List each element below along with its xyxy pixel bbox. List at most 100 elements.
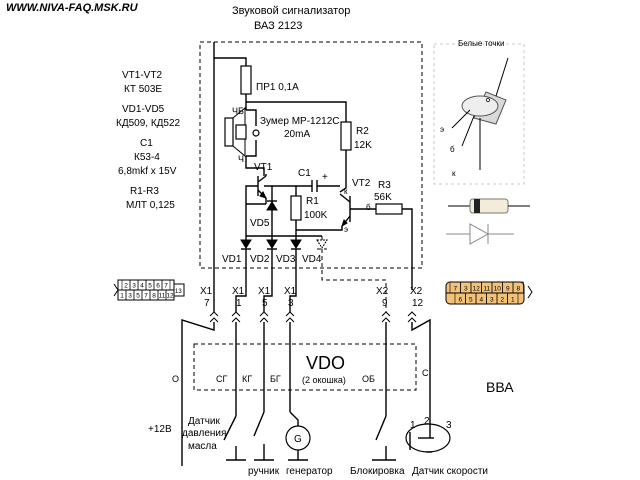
conn-x2-12-pin: 12 <box>412 298 424 309</box>
conn-x1-5-pin: 5 <box>262 298 268 309</box>
generator-g: G <box>294 434 302 445</box>
c1-label: C1 <box>298 168 311 179</box>
specs-block: VT1-VT2 КТ 503Е VD1-VD5 КД509, КД522 C1 … <box>116 70 181 211</box>
oil-sensor-line2: давления <box>182 428 226 439</box>
vt2-pin-e: э <box>344 225 348 234</box>
connector-contacts <box>209 311 417 323</box>
vdo-pin-s: С <box>422 368 429 378</box>
vdo-pin-sg: СГ <box>216 374 227 384</box>
diode-illustration <box>448 198 530 214</box>
connector-pin-number: 8 <box>516 286 520 293</box>
connector-pin-number: 7 <box>144 293 148 300</box>
plus12-label: +12В <box>148 424 172 435</box>
connector-pin-number: 1 <box>511 297 515 304</box>
vdo-title: VDO <box>306 353 345 373</box>
diode-vd5 <box>266 186 278 236</box>
vt2-pin-k: к <box>344 187 348 196</box>
conn-x1-1-name: X1 <box>232 286 245 297</box>
connector-pin-number: 3 <box>464 286 468 293</box>
connector-pin-number: 5 <box>469 297 473 304</box>
vd1-label: VD1 <box>222 254 242 265</box>
connector-pin-number: 6 <box>458 297 462 304</box>
vdo-pin-bg: БГ <box>270 374 281 384</box>
oil-sensor-line1: Датчик <box>188 416 220 427</box>
transistor-pic-k: к <box>452 169 456 178</box>
conn-x1-7-pin: 7 <box>204 298 210 309</box>
oil-sensor-line3: масла <box>188 441 217 452</box>
connector-pin-number: 8 <box>152 293 156 300</box>
buzzer <box>224 106 260 158</box>
diode-symbol <box>446 223 514 245</box>
vd3-label: VD3 <box>276 254 296 265</box>
speed-sensor-label: Датчик скорости <box>412 466 488 477</box>
spec-c-type: К53-4 <box>134 152 160 163</box>
vdo-pin-kg: КГ <box>242 374 252 384</box>
speed-sensor <box>405 412 451 453</box>
connector-pin-number: 3 <box>128 293 132 300</box>
connector-pin-cell <box>507 292 519 305</box>
r3-value: 56K <box>374 192 392 203</box>
diode-vd4 <box>316 236 387 312</box>
conn-x1-1-pin: 1 <box>236 298 242 309</box>
conn-x1-3-pin: 3 <box>288 298 294 309</box>
speed-pin-1: 1 <box>410 420 416 431</box>
spec-c-value: 6,8mkf x 15V <box>118 166 177 177</box>
site-url: WWW.NIVA-FAQ.MSK.RU <box>6 2 139 14</box>
fuse-label: ПР1 0,1А <box>256 82 299 93</box>
connector-pin-number: 4 <box>479 297 483 304</box>
transistor-vt1 <box>257 175 267 199</box>
speed-pin-2: 2 <box>424 416 430 427</box>
transistor-pic-b: б <box>450 145 455 154</box>
conn-x1-7-name: X1 <box>200 286 213 297</box>
connector-pin-number: 4 <box>140 283 144 290</box>
spec-vt-type: КТ 503Е <box>124 84 162 95</box>
resistor-r1 <box>290 195 302 221</box>
vt1-label: VT1 <box>254 162 273 173</box>
spec-vt-ref: VT1-VT2 <box>122 70 162 81</box>
r1-label: R1 <box>306 196 319 207</box>
r1-value: 100K <box>304 210 328 221</box>
vdo-o-label: О <box>172 374 179 384</box>
handbrake-label: ручник <box>248 466 280 477</box>
lock-label: Блокировка <box>350 466 405 477</box>
vd2-label: VD2 <box>250 254 270 265</box>
vdo-subtitle: (2 окошка) <box>302 375 346 385</box>
buzzer-pin-chb: ЧБ <box>232 106 244 116</box>
conn-x1-5-name: X1 <box>258 286 271 297</box>
resistor-r2 <box>340 121 352 151</box>
vt2-pin-b: б <box>366 203 371 212</box>
connector-pin-number: 9 <box>506 286 510 293</box>
connector-pin-number: 7 <box>453 286 457 293</box>
diode-vd3 <box>289 239 302 312</box>
spec-r-type: МЛТ 0,125 <box>126 200 175 211</box>
transistor-illustration <box>433 43 525 185</box>
connector-pin-number: 3 <box>132 283 136 290</box>
connector-pin-number: 5 <box>136 293 140 300</box>
r3-label: R3 <box>378 180 391 191</box>
r2-value: 12K <box>354 140 372 151</box>
x1-side-pin: 13 <box>175 289 182 295</box>
connector-pin-number: 11 <box>159 293 166 300</box>
connector-pin-number: 5 <box>148 283 152 290</box>
spec-r-ref: R1-R3 <box>130 186 159 197</box>
connector-pin-number: 11 <box>483 286 490 293</box>
diagram-title: Звуковой сигнализатор <box>232 5 350 17</box>
conn-x2-9-pin: 9 <box>382 298 388 309</box>
conn-x2-9-name: X2 <box>376 286 389 297</box>
transistor-vt2 <box>339 193 351 228</box>
spec-c-ref: C1 <box>140 138 153 149</box>
connector-pin-number: 3 <box>490 297 494 304</box>
vva-label: ВВА <box>486 379 514 395</box>
connector-pin-number: 12 <box>166 293 174 300</box>
connector-pin-number: 1 <box>120 293 124 300</box>
diode-vd2 <box>263 239 278 312</box>
buzzer-current: 20mA <box>284 129 310 140</box>
r2-label: R2 <box>356 126 369 137</box>
vdo-pin-ob: ОБ <box>362 374 375 384</box>
buzzer-pin-ch: Ч <box>238 154 244 164</box>
generator-label: генератор <box>286 466 333 477</box>
connector-pin-number: 2 <box>500 297 504 304</box>
